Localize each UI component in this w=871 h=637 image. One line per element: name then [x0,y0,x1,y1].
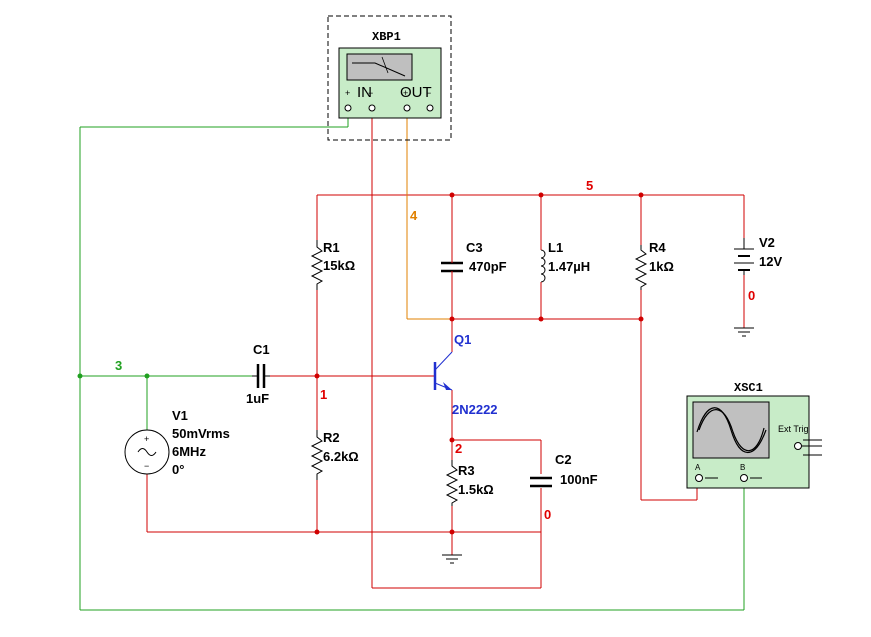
r3-ref: R3 [458,463,475,478]
v1-minus: − [144,461,149,471]
net-label-3: 3 [115,358,122,373]
c2-ref: C2 [555,452,572,467]
c2-value: 100nF [560,472,598,487]
c1-value: 1uF [246,391,269,406]
dc-source-v2[interactable]: V2 12V [734,235,782,275]
bode-ref: XBP1 [372,30,401,44]
wire-net-1 [270,290,435,430]
v2-value: 12V [759,254,782,269]
r1-ref: R1 [323,240,340,255]
oscilloscope[interactable]: XSC1 Ext Trig A B [686,381,822,489]
bode-terminal[interactable] [426,104,434,112]
v1-plus: + [144,434,149,444]
resistor-r4[interactable]: R4 1kΩ [634,240,674,290]
capacitor-c2[interactable]: C2 100nF [530,452,598,488]
wire-net-4 [406,108,452,320]
junction-dot [638,316,644,322]
l1-value: 1.47µH [548,259,590,274]
bode-in-label: IN [357,84,372,101]
junction-dot [538,192,544,198]
net-label-5: 5 [586,178,593,193]
junction-dot [77,373,83,379]
scope-terminal-b[interactable] [740,474,748,482]
sine-icon [137,448,157,456]
l1-ref: L1 [548,240,563,255]
scope-ref: XSC1 [734,381,763,395]
net-label-1: 1 [320,387,327,402]
sine-wave-icon [696,407,767,453]
capacitor-c1[interactable]: C1 1uF [246,342,270,406]
bode-in-plus: + [345,88,350,98]
junction-dot [638,192,644,198]
v1-amplitude: 50mVrms [172,426,230,441]
wire-net-0 [146,108,745,589]
scope-ext-trig-terminal[interactable] [794,442,802,450]
v2-ref: V2 [759,235,775,250]
r4-value: 1kΩ [649,259,674,274]
r3-value: 1.5kΩ [458,482,494,497]
junction-dot [449,529,455,535]
emitter-arrow-icon [443,382,452,390]
q1-ref: Q1 [454,332,471,347]
net-label-0-c2: 0 [544,507,551,522]
bode-out-plus: + [403,88,408,98]
ground-icon [442,554,462,564]
junction-dot [449,316,455,322]
bode-out-label: OUT [400,84,432,101]
wires [79,108,745,611]
resistor-r3[interactable]: R3 1.5kΩ [445,460,494,506]
bode-curve-icon [352,62,406,77]
bode-terminal[interactable] [344,104,352,112]
junction-dots [77,192,644,535]
junction-dot [538,316,544,322]
junction-dot [449,192,455,198]
wire-net-2 [451,390,542,474]
r4-ref: R4 [649,240,666,255]
bode-out-minus: − [426,88,431,98]
bode-terminal[interactable] [403,104,411,112]
bode-plotter[interactable]: XBP1 IN OUT + − + − [327,15,452,141]
wire-net-5 [316,194,745,501]
ground-icon [734,327,754,337]
scope-terminal-a[interactable] [695,474,703,482]
net-label-4: 4 [410,208,418,223]
resistor-r1[interactable]: R1 15kΩ [310,240,355,290]
net-label-0-v2: 0 [748,288,755,303]
r2-value: 6.2kΩ [323,449,359,464]
resistor-r2[interactable]: R2 6.2kΩ [310,430,359,480]
scope-ext-trig: Ext Trig [778,424,809,434]
c3-ref: C3 [466,240,483,255]
v1-phase: 0° [172,462,184,477]
v1-ref: V1 [172,408,188,423]
junction-dot [314,529,320,535]
c1-ref: C1 [253,342,270,357]
c3-value: 470pF [469,259,507,274]
capacitor-c3[interactable]: C3 470pF [441,235,507,295]
scope-ch-b: B [740,463,745,472]
scope-ch-a: A [695,463,701,472]
net-label-2: 2 [455,441,462,456]
bode-in-minus: − [368,88,373,98]
bode-terminal[interactable] [368,104,376,112]
junction-dot [449,437,455,443]
wire-net-3 [79,108,745,611]
ac-source-v1[interactable]: + − V1 50mVrms 6MHz 0° [124,408,230,477]
inductor-l1[interactable]: L1 1.47µH [540,240,590,290]
r1-value: 15kΩ [323,258,355,273]
q1-value: 2N2222 [452,402,498,417]
r2-ref: R2 [323,430,340,445]
junction-dot [144,373,150,379]
v1-frequency: 6MHz [172,444,206,459]
junction-dot [314,373,320,379]
transistor-q1[interactable]: Q1 2N2222 [433,332,498,417]
